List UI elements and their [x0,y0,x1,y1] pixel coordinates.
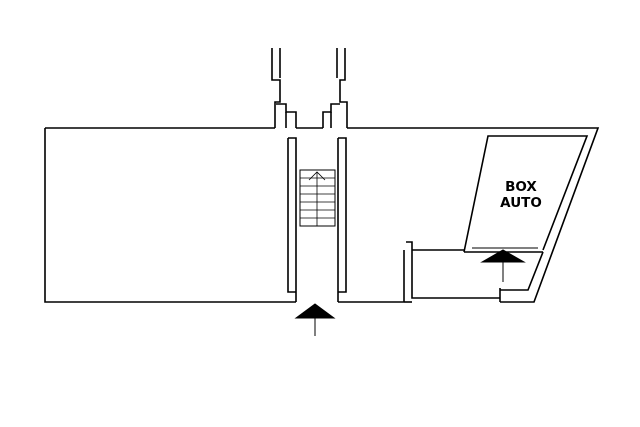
left-room-partition [287,137,297,302]
staircase [299,169,336,227]
outer-walls [44,127,600,303]
lower-right-room [403,241,544,303]
garage-label-line1: BOX [505,179,537,195]
garage-label-line2: AUTO [500,195,542,211]
stair-right-partition [337,137,404,303]
garage-entrance-arrow [480,249,526,282]
entrance-arrow [294,303,336,336]
upper-stair-walls [271,48,348,128]
